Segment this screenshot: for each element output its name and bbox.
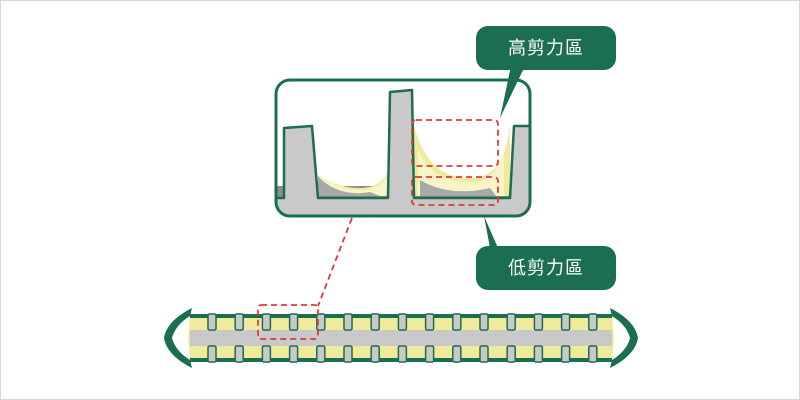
high-shear-highlight [411,119,499,167]
screw-flight-bottom [343,345,353,363]
left-arrowhead-inner [172,316,190,360]
screw-flight-top [588,313,598,331]
high-shear-callout: 高剪力區 [476,26,616,118]
screw-flights [207,313,598,363]
screw-flight-bottom [316,345,326,363]
screw-flight-top [506,313,516,331]
screw-flight-bottom [234,345,244,363]
screw-flight-bottom [288,345,299,363]
high-shear-label: 高剪力區 [508,38,584,59]
low-shear-pointer [484,216,498,248]
screw-flight-bottom [261,345,272,363]
screw-flight-top [234,313,244,331]
melt-pool-left [318,176,380,196]
right-arrowhead-inner [612,316,630,360]
screw-flight-bottom [424,345,435,363]
screw-flight-bottom [370,345,380,363]
screw-flight-top [533,313,544,331]
screw-flight-bottom [560,345,571,363]
screw-flight-top [397,313,408,331]
screw-flight-top [261,313,272,331]
screw-flights-zoomed [276,88,530,216]
screw-flight-top [207,313,217,331]
zoom-view-border [274,78,532,218]
screw-zoom-region [257,304,319,340]
zoom-view [274,78,532,218]
screw-flight-bottom [397,345,408,363]
screw-full [164,304,638,368]
melt-pool-right [420,180,496,196]
zoom-view-content [276,88,530,216]
screw-flight-top [479,313,489,331]
screw-flight-bottom [533,345,544,363]
low-shear-label: 低剪力區 [508,258,584,279]
low-shear-highlight [411,176,499,206]
low-shear-callout: 低剪力區 [476,216,616,290]
screw-body [190,330,612,346]
high-shear-label-box [476,26,616,70]
screw-flight-bottom [207,345,217,363]
screw-flight-bottom [588,345,598,363]
screw-flight-bottom [452,345,462,363]
screw-flight-top [452,313,462,331]
screw-flight-bottom [479,345,489,363]
melt-cream-right [418,150,504,196]
screw-flight-top [288,313,299,331]
high-shear-pointer [500,66,525,118]
screw-flight-top [560,313,571,331]
screw-flight-bottom [506,345,516,363]
screw-flight-top [343,313,353,331]
low-shear-label-box [476,246,616,290]
screw-flight-top [370,313,380,331]
screw-flight-top [316,313,326,331]
screw-flight-top [424,313,435,331]
zoom-connector-line [317,217,353,307]
